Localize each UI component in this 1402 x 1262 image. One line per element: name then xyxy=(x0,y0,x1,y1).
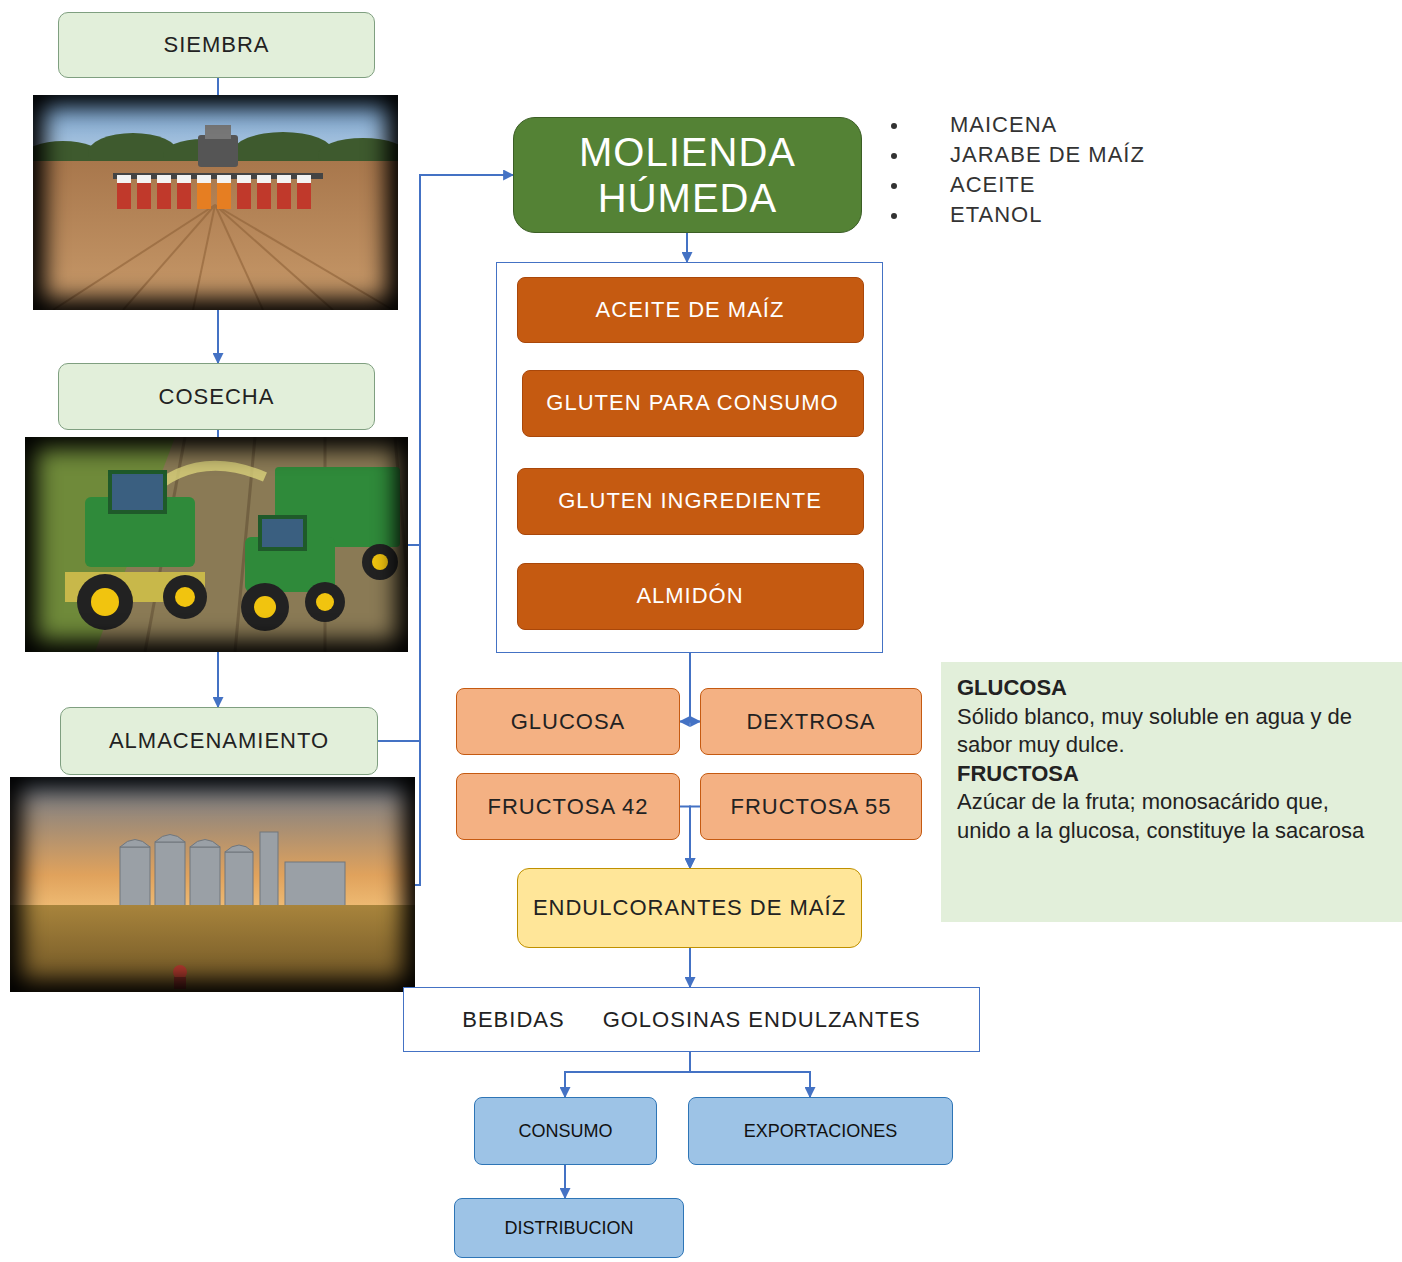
box-label: ALMIDÓN xyxy=(528,583,853,609)
stage-box: ALMACENAMIENTO xyxy=(60,707,378,775)
text-holder: ALMACENAMIENTO xyxy=(71,728,367,754)
product-box: GLUTEN INGREDIENTE xyxy=(517,468,864,535)
text-holder: ALMIDÓN xyxy=(528,583,853,609)
text-holder: GLUCOSASólido blanco, muy soluble en agu… xyxy=(957,674,1386,846)
panel-heading: FRUCTOSA xyxy=(957,760,1386,789)
result-box: ENDULCORANTES DE MAÍZ xyxy=(517,868,862,948)
flow-arrow xyxy=(690,1052,810,1097)
product-box: GLUTEN PARA CONSUMO xyxy=(522,370,864,437)
stage-box: SIEMBRA xyxy=(58,12,375,78)
bullet-dot xyxy=(891,123,897,129)
box-label: ALMACENAMIENTO xyxy=(71,728,367,754)
flow-arrow xyxy=(690,653,700,722)
box-label: FRUCTOSA 55 xyxy=(711,794,911,820)
bullet-dot xyxy=(891,213,897,219)
text-holder: ACEITE DE MAÍZ xyxy=(528,297,853,323)
text-holder: FRUCTOSA 55 xyxy=(711,794,911,820)
text-holder: MOLIENDA HÚMEDA xyxy=(526,129,849,221)
flow-arrow xyxy=(565,1052,690,1097)
text-holder: BEBIDAS GOLOSINAS ENDULZANTES xyxy=(416,1007,967,1033)
stage-box: COSECHA xyxy=(58,363,375,430)
panel-body: Azúcar de la fruta; monosacárido que, un… xyxy=(957,788,1386,845)
text-holder: GLUTEN INGREDIENTE xyxy=(528,488,853,514)
box-label: GLUCOSA xyxy=(467,709,669,735)
text-holder: FRUCTOSA 42 xyxy=(467,794,669,820)
use-box: BEBIDAS GOLOSINAS ENDULZANTES xyxy=(403,987,980,1052)
text-holder: EXPORTACIONES xyxy=(697,1121,944,1142)
text-holder: DEXTROSA xyxy=(711,709,911,735)
panel-heading: GLUCOSA xyxy=(957,674,1386,703)
bullet-dot xyxy=(891,153,897,159)
flow-arrow xyxy=(564,1165,566,1198)
box-label: BEBIDAS xyxy=(462,1007,564,1033)
flow-arrow xyxy=(378,175,513,741)
box-label: DEXTROSA xyxy=(711,709,911,735)
flow-arrow xyxy=(690,807,700,869)
storage-photo xyxy=(10,777,415,992)
flow-arrow xyxy=(680,807,690,869)
group-box: ACEITE DE MAÍZ GLUTEN PARA CONSUMO GLUTEN … xyxy=(496,262,883,653)
flow-arrow xyxy=(686,233,688,262)
bullet-item: MAICENA xyxy=(950,112,1057,138)
box-label: GLUTEN PARA CONSUMO xyxy=(533,390,853,416)
text-holder: CONSUMO xyxy=(483,1121,648,1142)
flow-arrow xyxy=(680,653,690,722)
info-panel: GLUCOSASólido blanco, muy soluble en agu… xyxy=(941,662,1402,922)
box-label: FRUCTOSA 42 xyxy=(467,794,669,820)
box-label: MOLIENDA HÚMEDA xyxy=(526,129,849,221)
bullet-dot xyxy=(891,183,897,189)
process-box: MOLIENDA HÚMEDA xyxy=(513,117,862,233)
text-holder: SIEMBRA xyxy=(69,32,364,58)
bullet-item: ACEITE xyxy=(950,172,1035,198)
bullet-item: ETANOL xyxy=(950,202,1042,228)
text-holder: GLUTEN PARA CONSUMO xyxy=(533,390,853,416)
box-label: EXPORTACIONES xyxy=(697,1121,944,1142)
sugar-box: GLUCOSA xyxy=(456,688,680,755)
text-holder: ENDULCORANTES DE MAÍZ xyxy=(530,894,849,923)
text-holder: GLUCOSA xyxy=(467,709,669,735)
text-holder: COSECHA xyxy=(69,384,364,410)
box-label: CONSUMO xyxy=(483,1121,648,1142)
text-holder: DISTRIBUCION xyxy=(463,1218,675,1239)
harvest-photo xyxy=(25,437,408,652)
product-box: ACEITE DE MAÍZ xyxy=(517,277,864,343)
box-label: DISTRIBUCION xyxy=(463,1218,675,1239)
outlet-box: EXPORTACIONES xyxy=(688,1097,953,1165)
sugar-box: FRUCTOSA 42 xyxy=(456,773,680,840)
sugar-box: DEXTROSA xyxy=(700,688,922,755)
sugar-box: FRUCTOSA 55 xyxy=(700,773,922,840)
box-label: ACEITE DE MAÍZ xyxy=(528,297,853,323)
outlet-box: DISTRIBUCION xyxy=(454,1198,684,1258)
box-label: SIEMBRA xyxy=(69,32,364,58)
box-label: ENDULCORANTES DE MAÍZ xyxy=(530,894,849,923)
panel-body: Sólido blanco, muy soluble en agua y de … xyxy=(957,703,1386,760)
box-label: GOLOSINAS ENDULZANTES xyxy=(603,1007,921,1033)
box-label: GLUTEN INGREDIENTE xyxy=(528,488,853,514)
product-box: ALMIDÓN xyxy=(517,563,864,630)
box-label: COSECHA xyxy=(69,384,364,410)
outlet-box: CONSUMO xyxy=(474,1097,657,1165)
sowing-photo xyxy=(33,95,398,310)
bullet-item: JARABE DE MAÍZ xyxy=(950,142,1145,168)
flow-arrow xyxy=(689,948,691,987)
